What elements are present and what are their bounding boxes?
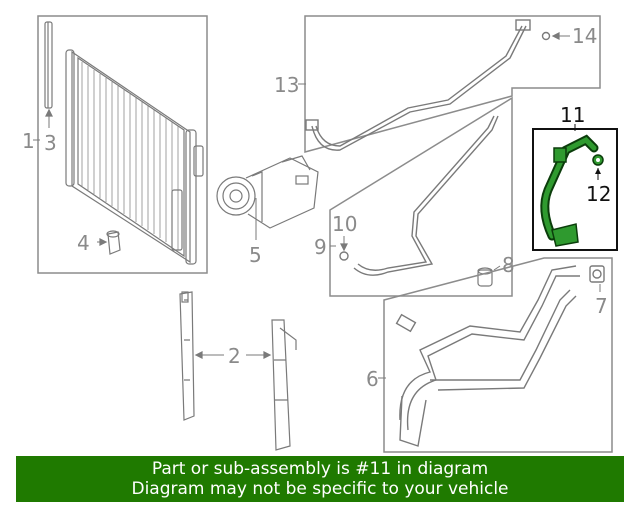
info-banner-line1: Part or sub-assembly is #11 in diagram <box>151 459 489 479</box>
callout-12: 12 <box>586 182 611 206</box>
highlighted-hose-part <box>540 134 599 247</box>
callout-7: 7 <box>595 294 608 318</box>
callout-5: 5 <box>249 243 262 267</box>
hose9-panel <box>329 96 513 297</box>
callout-1: 1 <box>22 129 35 153</box>
callout-13: 13 <box>274 73 299 97</box>
bracket-right-part <box>271 319 297 451</box>
callout-2: 2 <box>228 344 241 368</box>
info-banner-line2: Diagram may not be specific to your vehi… <box>131 479 509 499</box>
callout-14: 14 <box>572 24 597 48</box>
compressor-part <box>216 155 319 229</box>
bracket-left-part <box>179 291 195 421</box>
condenser-part <box>65 49 204 265</box>
callout-4: 4 <box>77 231 90 255</box>
hose6-panel <box>383 257 613 453</box>
callout-11: 11 <box>560 103 585 127</box>
callout-10: 10 <box>332 212 357 236</box>
condenser-box <box>37 15 208 274</box>
callout-6: 6 <box>366 367 379 391</box>
callout-8: 8 <box>502 253 515 277</box>
hose6-part <box>395 265 605 447</box>
callout-3: 3 <box>44 131 57 155</box>
callout-9: 9 <box>314 235 327 259</box>
plug-part <box>106 230 121 255</box>
oring-part <box>592 154 604 166</box>
drier-rod-part <box>44 21 53 109</box>
info-banner: Part or sub-assembly is #11 in diagram D… <box>16 456 624 502</box>
cap-part <box>477 267 493 287</box>
hose9-part <box>339 115 499 276</box>
hose13-panel <box>304 15 601 153</box>
hose13-part <box>305 19 551 151</box>
